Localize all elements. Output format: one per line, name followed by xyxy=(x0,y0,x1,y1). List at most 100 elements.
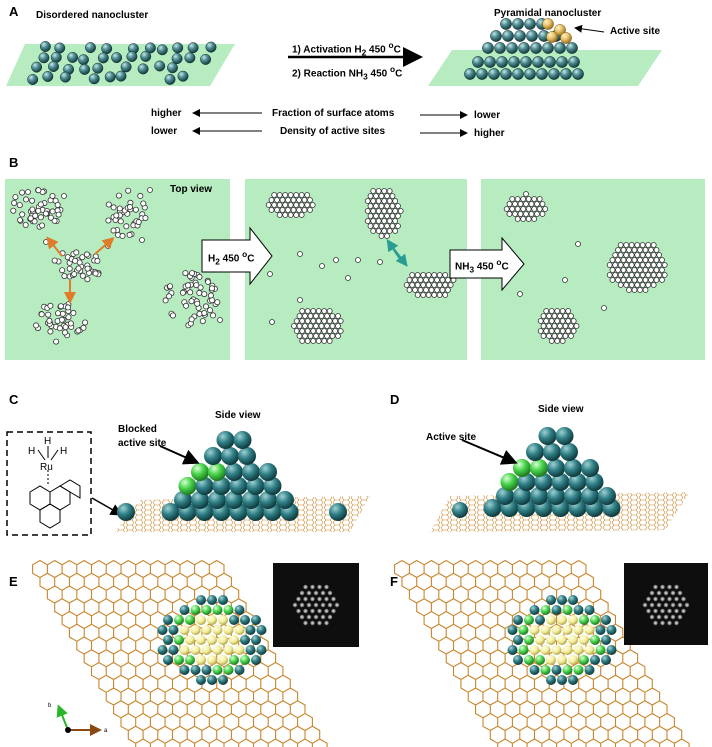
cluster-atom-yellow xyxy=(179,625,190,635)
top-view-atom xyxy=(628,242,635,248)
top-view-atom xyxy=(304,308,311,314)
stem-dot xyxy=(659,620,666,626)
top-view-atom xyxy=(337,318,344,324)
top-view-atom xyxy=(31,218,38,225)
top-view-atom xyxy=(623,272,630,278)
disordered-atom xyxy=(85,42,96,54)
cluster-atom-yellow xyxy=(223,625,234,635)
disordered-atom xyxy=(144,42,156,54)
molecule-box xyxy=(6,431,92,536)
cluster-atom-yellow xyxy=(190,645,201,655)
ru-arene-molecule xyxy=(29,446,81,529)
top-view-atom xyxy=(137,192,144,199)
cluster-atom-teal xyxy=(157,645,168,655)
top-view-atom xyxy=(642,277,649,283)
adatom-sphere xyxy=(117,503,135,521)
cluster-atom-yellow xyxy=(568,635,578,645)
cluster-atom-teal xyxy=(234,665,245,675)
cluster-atom-teal xyxy=(513,615,523,625)
pyramid-atom xyxy=(572,68,584,80)
top-view-atom xyxy=(414,282,421,288)
top-view-atom xyxy=(332,318,339,324)
top-view-atom xyxy=(620,247,627,253)
disordered-atom xyxy=(79,63,91,75)
top-view-atom xyxy=(42,210,49,217)
top-view-atom xyxy=(79,254,86,261)
stem-dot xyxy=(323,584,330,590)
panel-e-label: E xyxy=(9,574,18,589)
top-view-atom xyxy=(615,257,621,263)
cluster-atom-green xyxy=(185,615,195,625)
top-view-atom xyxy=(620,257,627,263)
cluster-sphere xyxy=(221,447,239,465)
top-view-atom xyxy=(639,242,646,248)
top-view-atom xyxy=(392,208,399,214)
cluster-atom-teal xyxy=(606,625,617,635)
top-view-atom xyxy=(417,287,424,293)
migration-arrow-2 xyxy=(94,237,115,255)
top-view-atom xyxy=(612,252,619,258)
top-view-atom xyxy=(420,292,427,298)
top-view-atom xyxy=(425,282,432,288)
cluster-atom-teal xyxy=(595,625,606,635)
cluster-sphere xyxy=(242,491,260,509)
stem-dot xyxy=(309,608,316,614)
cluster-atom-teal xyxy=(590,655,600,665)
active-sphere xyxy=(178,477,197,495)
top-view-atom xyxy=(434,277,440,283)
top-view-atom xyxy=(375,198,382,204)
top-view-atom xyxy=(395,213,401,219)
h2-arrow-label: H2 450 oC xyxy=(208,249,255,267)
top-view-atom xyxy=(105,201,112,208)
top-view-atom xyxy=(503,206,510,212)
disordered-atom xyxy=(137,63,149,75)
active-site-atom xyxy=(542,18,554,30)
top-view-atom xyxy=(525,196,532,202)
disordered-atom xyxy=(92,62,104,74)
top-view-atom xyxy=(55,211,62,218)
cluster-atom-teal xyxy=(551,605,562,615)
cluster-atom-yellow xyxy=(196,655,206,665)
top-view-atom xyxy=(183,302,190,309)
top-view-atom xyxy=(345,275,351,281)
cluster-atom-green xyxy=(223,605,234,615)
top-view-atom xyxy=(49,192,56,199)
cluster-atom-yellow xyxy=(568,615,578,625)
top-view-atom xyxy=(554,328,561,334)
cluster-atom-teal xyxy=(529,605,540,615)
cluster-sphere xyxy=(560,443,578,461)
cluster-sphere xyxy=(513,487,531,505)
adatom-sphere xyxy=(452,502,468,518)
top-view-atom xyxy=(304,202,311,208)
top-view-atom xyxy=(420,272,427,278)
top-view-atom xyxy=(543,308,550,314)
top-view-atom xyxy=(661,262,668,268)
cluster-sphere xyxy=(174,491,192,509)
top-view-atom xyxy=(298,192,305,198)
top-view-atom xyxy=(551,333,558,339)
top-view-atom xyxy=(523,211,529,217)
disordered-atom xyxy=(27,74,39,85)
top-view-atom xyxy=(565,308,572,314)
stem-dot xyxy=(320,614,326,620)
top-view-atom xyxy=(612,262,619,268)
stem-dot xyxy=(295,608,302,614)
cluster-sphere xyxy=(598,487,616,505)
top-view-atom xyxy=(436,282,443,288)
cluster-atom-green xyxy=(595,645,606,655)
cluster-atom-yellow xyxy=(568,655,578,665)
top-view-atom xyxy=(557,323,563,329)
top-view-atom xyxy=(431,282,438,288)
stem-dot xyxy=(330,596,337,602)
top-view-atom xyxy=(293,202,300,208)
top-view-atom xyxy=(182,270,189,277)
disordered-atom xyxy=(172,42,184,54)
stem-dot xyxy=(656,590,662,596)
top-view-atom xyxy=(37,214,44,221)
top-view-atom xyxy=(648,277,654,283)
top-view-atom xyxy=(573,323,580,329)
top-view-atom xyxy=(214,299,221,306)
stem-dot xyxy=(659,596,666,602)
top-view-atom xyxy=(321,338,328,344)
cluster-atom-teal xyxy=(157,625,168,635)
